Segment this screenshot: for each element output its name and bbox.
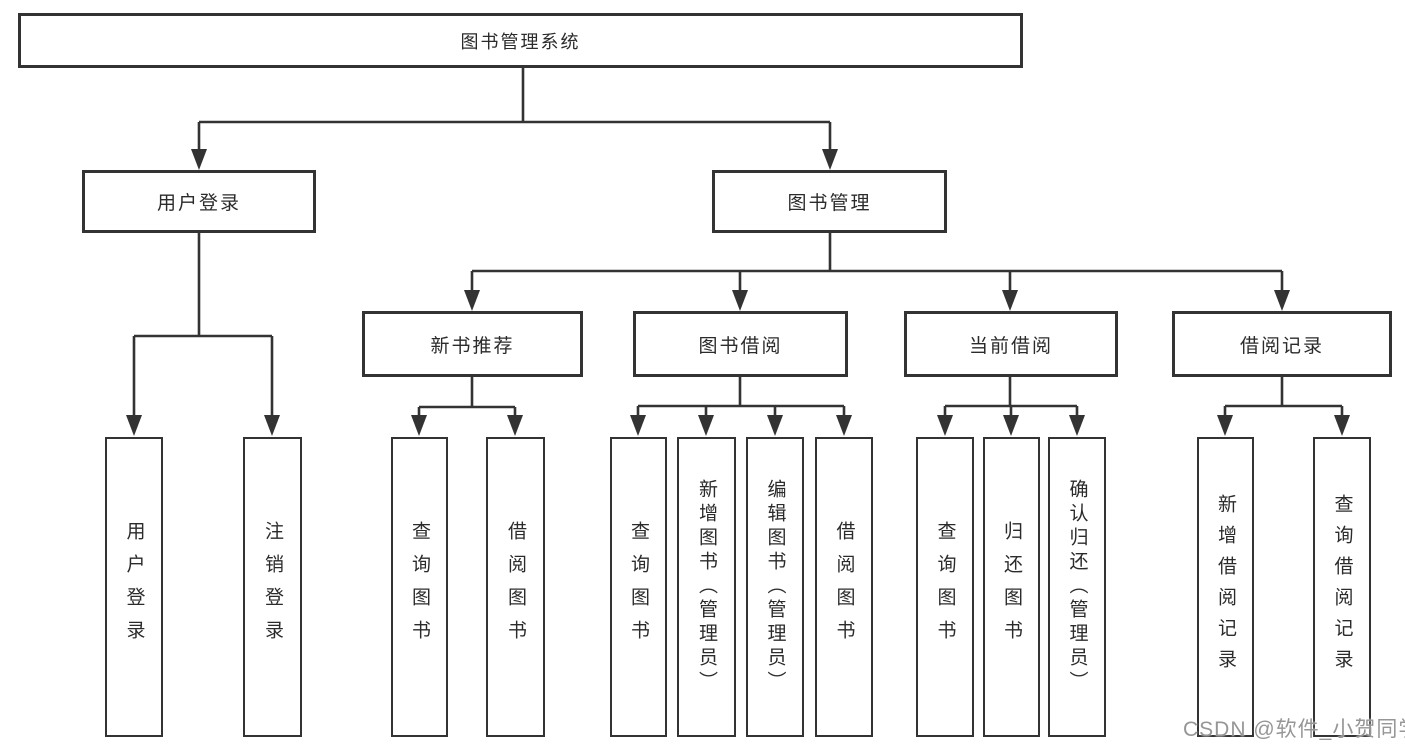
node-borrowing-records: 借阅记录 (1172, 311, 1392, 377)
node-label: 用户登录 (156, 193, 241, 214)
leaf-return-books: 归还图书 (983, 437, 1040, 737)
arrow-down-icon (507, 415, 523, 436)
arrow-down-icon (732, 290, 748, 311)
node-label: 新增借阅记录 (1215, 494, 1236, 680)
node-book-management: 图书管理 (712, 170, 947, 233)
node-label: 借阅记录 (1239, 335, 1324, 357)
node-new-book-recommendation: 新书推荐 (362, 311, 583, 377)
leaf-borrow-books-bb: 借阅图书 (815, 437, 873, 737)
node-label: 查询图书 (409, 521, 430, 653)
leaf-query-books-nbr: 查询图书 (391, 437, 448, 737)
node-label: 编辑图书（管理员） (764, 479, 786, 695)
arrow-down-icon (698, 415, 714, 436)
arrow-down-icon (264, 415, 280, 436)
node-library-management-system: 图书管理系统 (18, 13, 1023, 68)
node-label: 借阅图书 (833, 521, 855, 653)
node-label: 查询借阅记录 (1331, 494, 1353, 680)
csdn-watermark: CSDN @软件_小贺同学 (1183, 718, 1405, 741)
connector-current-borrow (943, 377, 1079, 421)
arrow-down-icon (767, 415, 783, 436)
node-label: 归还图书 (1001, 521, 1022, 653)
arrow-down-icon (191, 149, 207, 170)
connector-user-login (132, 233, 274, 420)
leaf-query-books-cb: 查询图书 (916, 437, 974, 737)
arrow-down-icon (836, 415, 852, 436)
connector-book-borrow (636, 377, 846, 421)
node-label: 查询图书 (628, 521, 649, 653)
node-label: 确认归还（管理员） (1066, 479, 1088, 695)
node-user-login: 用户登录 (82, 170, 316, 233)
leaf-edit-books-admin: 编辑图书（管理员） (746, 437, 804, 737)
arrow-down-icon (1334, 415, 1350, 436)
leaf-confirm-return-admin: 确认归还（管理员） (1048, 437, 1106, 737)
leaf-logout: 注销登录 (243, 437, 302, 737)
node-label: 注销登录 (262, 521, 283, 653)
node-label: 图书管理 (787, 193, 872, 214)
connector-root (197, 68, 832, 154)
arrow-down-icon (630, 415, 646, 436)
arrow-down-icon (411, 415, 427, 436)
leaf-query-borrow-record: 查询借阅记录 (1313, 437, 1371, 737)
node-label: 用户登录 (123, 521, 145, 653)
leaf-add-borrow-record: 新增借阅记录 (1197, 437, 1254, 737)
node-label: 新书推荐 (430, 335, 515, 357)
node-label: 查询图书 (934, 521, 956, 653)
arrow-down-icon (126, 415, 142, 436)
arrow-down-icon (937, 415, 953, 436)
node-current-borrowing: 当前借阅 (904, 311, 1118, 377)
connector-book-management (470, 233, 1284, 295)
leaf-borrow-books-nbr: 借阅图书 (486, 437, 545, 737)
node-label: 当前借阅 (968, 335, 1053, 357)
arrow-down-icon (1002, 290, 1018, 311)
connector-borrow-record (1223, 377, 1344, 421)
leaf-user-login: 用户登录 (105, 437, 163, 737)
connector-new-book-rec (417, 377, 517, 421)
arrow-down-icon (1217, 415, 1233, 436)
arrow-down-icon (1274, 290, 1290, 311)
node-label: 图书管理系统 (460, 31, 581, 52)
node-label: 图书借阅 (698, 335, 783, 357)
arrow-down-icon (1069, 415, 1085, 436)
arrow-down-icon (822, 149, 838, 170)
leaf-query-books-bb: 查询图书 (610, 437, 667, 737)
leaf-add-books-admin: 新增图书（管理员） (677, 437, 736, 737)
node-label: 借阅图书 (505, 521, 526, 653)
arrow-down-icon (1003, 415, 1019, 436)
node-book-borrowing: 图书借阅 (633, 311, 848, 377)
arrow-down-icon (464, 290, 480, 311)
node-label: 新增图书（管理员） (696, 479, 717, 695)
